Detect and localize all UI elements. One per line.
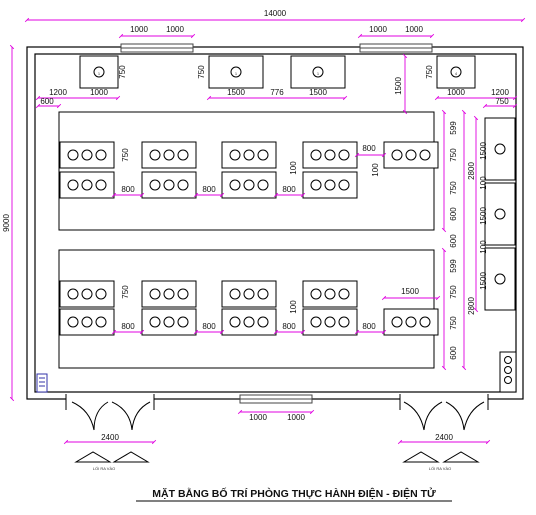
- workbench-upper-1-1: [59, 141, 115, 169]
- dim-b1-row-gap-3: 800: [282, 185, 296, 194]
- entry-label-left: LỐI RA VÀO: [93, 466, 115, 471]
- dim-top-window-right-a: 1000: [369, 25, 387, 34]
- workbench-lower-1-2: [59, 308, 115, 336]
- dim-b2-gap: 100: [289, 300, 298, 314]
- dim-b2-h1: 750: [449, 285, 458, 299]
- workbench-lower-5: [383, 308, 439, 336]
- dim-total-height: 9000: [2, 214, 11, 232]
- dim-right-cab-2: 1500: [479, 207, 488, 225]
- workbench-lower-3-2: [221, 308, 277, 336]
- dim-right-gap-1: 100: [479, 176, 488, 190]
- dim-total-width: 14000: [264, 9, 287, 18]
- dim-b2-desk-depth: 750: [121, 285, 130, 299]
- dim-left-offset: 1200: [49, 88, 67, 97]
- workbench-lower-2-1: [141, 280, 197, 308]
- wall-board: [36, 373, 48, 393]
- dim-between-blocks: 600: [449, 234, 458, 248]
- dim-b2-h2: 750: [449, 316, 458, 330]
- bench-block-upper: [58, 111, 435, 231]
- workbench-upper-1-2: [59, 171, 115, 199]
- workbench-upper-5: [383, 141, 439, 169]
- dim-top-window-right-b: 1000: [405, 25, 423, 34]
- top-cabinet-2: [208, 55, 264, 89]
- dim-right-cab-1: 1500: [479, 142, 488, 160]
- door-right: [399, 394, 489, 463]
- dim-b2-col-gap-1: 800: [121, 322, 135, 331]
- top-cabinet-1: [79, 55, 119, 89]
- dim-b1-small: 100: [371, 163, 380, 177]
- dim-b2-col-gap-2: 800: [202, 322, 216, 331]
- workbench-upper-3-1: [221, 141, 277, 169]
- dim-cab-depth-1: 750: [118, 65, 127, 79]
- dim-top-window-left-b: 1000: [166, 25, 184, 34]
- dim-b1-total: 2800: [467, 162, 476, 180]
- dim-cab-gap: 776: [270, 88, 284, 97]
- outer-walls: [26, 46, 524, 400]
- dim-top-clear: 1500: [394, 77, 403, 95]
- dim-door-right: 2400: [435, 433, 453, 442]
- dim-door-left: 2400: [101, 433, 119, 442]
- workbench-lower-3-1: [221, 280, 277, 308]
- desk-group: [59, 141, 439, 336]
- workbench-upper-2-2: [141, 171, 197, 199]
- dim-b1-desk-depth: 750: [121, 148, 130, 162]
- dim-b1-depth: 599: [449, 121, 458, 135]
- dim-bottom-window-a: 1000: [249, 413, 267, 422]
- dim-b1-row-gap-1: 800: [121, 185, 135, 194]
- right-cabinet-1: [484, 117, 516, 181]
- equipment-rack: [499, 351, 517, 393]
- cabinet-number-4: 4: [455, 71, 458, 76]
- dim-b1-gap: 100: [289, 161, 298, 175]
- dim-b2-h3: 600: [449, 346, 458, 360]
- workbench-lower-1-1: [59, 280, 115, 308]
- dim-b1-col-gap: 800: [362, 144, 376, 153]
- workbench-upper-3-2: [221, 171, 277, 199]
- dim-cab-depth-2: 750: [197, 65, 206, 79]
- plan-title: MẶT BẰNG BỐ TRÍ PHÒNG THỰC HÀNH ĐIỆN - Đ…: [152, 486, 436, 500]
- dimension-lines: [9, 17, 526, 445]
- dim-left-aisle: 600: [40, 97, 54, 106]
- dim-right-gap-2: 100: [479, 240, 488, 254]
- workbench-upper-4-2: [302, 171, 358, 199]
- top-window-left: [120, 43, 194, 53]
- dim-right-cab-3: 1500: [479, 272, 488, 290]
- right-cabinet-2: [484, 182, 516, 246]
- dim-top-window-left-a: 1000: [130, 25, 148, 34]
- workbench-lower-4-2: [302, 308, 358, 336]
- entry-label-right: LỐI RA VÀO: [429, 466, 451, 471]
- dim-b1-row-gap-2: 800: [202, 185, 216, 194]
- dim-cab-4-width: 1000: [447, 88, 465, 97]
- dim-right-offset: 1200: [491, 88, 509, 97]
- dim-b1-h2: 750: [449, 181, 458, 195]
- cabinet-number-2: 1: [235, 71, 238, 76]
- top-cabinet-3: [290, 55, 346, 89]
- cabinet-number-1: 1: [98, 71, 101, 76]
- top-window-right: [359, 43, 433, 53]
- dim-cab-3-width: 1500: [309, 88, 327, 97]
- dim-bottom-window-b: 1000: [287, 413, 305, 422]
- workbench-lower-2-2: [141, 308, 197, 336]
- dim-b2-depth: 599: [449, 259, 458, 273]
- dim-b2-col-gap-3: 800: [282, 322, 296, 331]
- dim-b2-total: 2800: [467, 297, 476, 315]
- dim-b2-width: 1500: [401, 287, 419, 296]
- bottom-window: [239, 394, 313, 404]
- workbench-upper-4-1: [302, 141, 358, 169]
- dim-right-aisle: 750: [495, 97, 509, 106]
- workbench-upper-2-1: [141, 141, 197, 169]
- dim-cab-1-width: 1000: [90, 88, 108, 97]
- dim-b1-h1: 750: [449, 148, 458, 162]
- dim-b2-col-gap-4: 800: [362, 322, 376, 331]
- dim-b1-h3: 600: [449, 207, 458, 221]
- workbench-lower-4-1: [302, 280, 358, 308]
- dim-cab-2-width: 1500: [227, 88, 245, 97]
- top-cabinet-4: [436, 55, 476, 89]
- cabinet-number-3: 1: [317, 71, 320, 76]
- right-cabinet-3: [484, 247, 516, 311]
- door-left: [65, 394, 155, 463]
- dim-cab-depth-4: 750: [425, 65, 434, 79]
